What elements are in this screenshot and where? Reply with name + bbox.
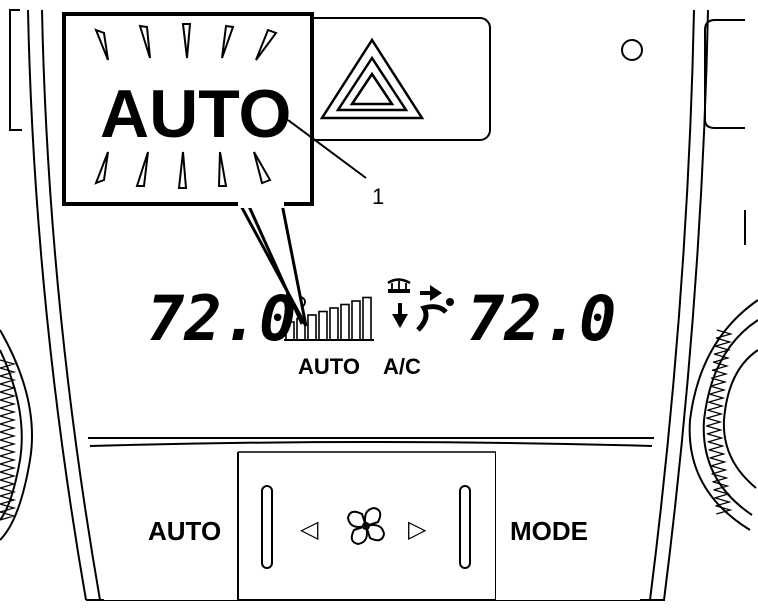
ac-indicator: A/C [383, 354, 421, 379]
left-temperature: 72.0 [147, 282, 296, 355]
right-console-edge [649, 9, 746, 601]
fan-control[interactable]: ◁ ▷ [238, 451, 496, 569]
right-knob[interactable] [688, 299, 758, 531]
fan-left-slider[interactable] [261, 485, 273, 569]
callout-auto-label: AUTO [100, 76, 291, 152]
fan-speed-bar [351, 300, 361, 341]
callout: AUTO 1 [62, 12, 384, 327]
hazard-triangle-icon [319, 37, 425, 120]
fan-speed-bar [307, 314, 317, 341]
fan-icon [346, 506, 386, 546]
lcd-display: 72.0 72.0 AUTO A/C [147, 278, 616, 379]
flash-rays-icon [94, 23, 278, 189]
auto-indicator: AUTO [298, 354, 360, 379]
hazard-button[interactable] [304, 17, 491, 141]
auto-button-label: AUTO [148, 516, 221, 546]
fan-speed-bar [340, 303, 350, 341]
callout-leader-line [287, 119, 367, 179]
fan-speed-bar [318, 310, 328, 341]
left-console-edge [9, 9, 101, 601]
callout-number: 1 [372, 184, 384, 209]
mode-button[interactable]: MODE [496, 452, 652, 600]
sensor-circle [621, 39, 643, 61]
right-temperature: 72.0 [467, 282, 616, 355]
fan-increase-button[interactable]: ▷ [408, 515, 427, 543]
fan-speed-bar [329, 307, 339, 341]
auto-button[interactable]: AUTO [92, 452, 238, 600]
airflow-mode-icon [387, 278, 454, 332]
fan-right-slider[interactable] [459, 485, 471, 569]
fan-decrease-button[interactable]: ◁ [300, 515, 319, 543]
mode-button-label: MODE [510, 516, 588, 546]
fan-speed-bar [362, 296, 372, 341]
left-knob[interactable] [0, 329, 33, 541]
